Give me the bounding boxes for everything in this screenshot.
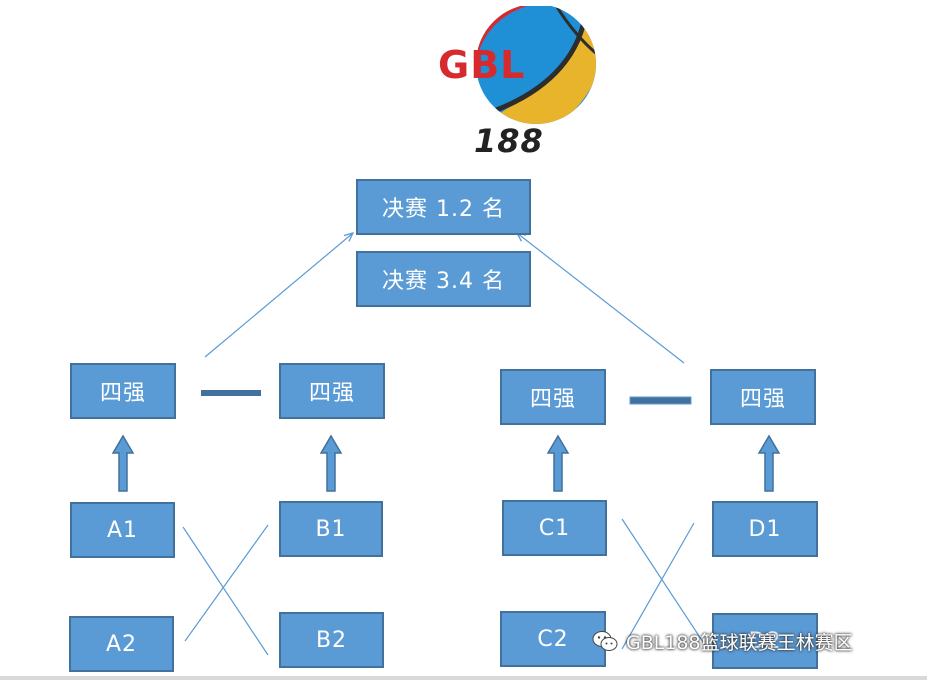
final-1-2-box: 决赛 1.2 名 <box>356 179 531 235</box>
up-arrow-c <box>546 434 570 492</box>
semifinal-label: 四强 <box>739 387 786 412</box>
group-label-a2: A2 <box>105 631 138 657</box>
up-arrow-a <box>111 434 135 492</box>
cross-a1-b2 <box>182 526 269 656</box>
group-box-a1: A1 <box>70 502 175 558</box>
group-box-c1: C1 <box>502 500 607 556</box>
wechat-icon <box>592 631 618 651</box>
semifinal-label: 四强 <box>529 387 576 412</box>
left-semi-connector <box>201 390 261 396</box>
semifinal-label: 四强 <box>308 381 355 406</box>
logo-letters: GBL <box>438 43 525 87</box>
semifinal-box-right-c: 四强 <box>500 369 606 425</box>
up-arrow-b <box>319 434 343 492</box>
group-box-b1: B1 <box>279 501 383 557</box>
bottom-divider <box>0 676 927 680</box>
final-3-4-label: 决赛 3.4 名 <box>382 269 505 294</box>
right-to-final-line <box>517 233 685 364</box>
wechat-watermark: GBL188篮球联赛王林赛区 <box>592 624 853 658</box>
group-label-a1: A1 <box>106 517 139 543</box>
group-label-b2: B2 <box>315 627 348 653</box>
watermark-text: GBL188篮球联赛王林赛区 <box>626 631 853 654</box>
group-label-c1: C1 <box>538 515 571 541</box>
group-box-b2: B2 <box>279 612 384 668</box>
semifinal-box-right-d: 四强 <box>710 369 816 425</box>
cross-a2-b1 <box>184 524 269 642</box>
gbl-188-logo: GBL 188 <box>436 6 604 158</box>
group-label-d1: D1 <box>748 516 782 542</box>
semifinal-box-left-b: 四强 <box>279 363 385 419</box>
group-box-d1: D1 <box>712 501 818 557</box>
group-box-a2: A2 <box>69 616 174 672</box>
semifinal-box-left-a: 四强 <box>70 363 176 419</box>
logo-number: 188 <box>474 122 544 158</box>
final-3-4-box: 决赛 3.4 名 <box>356 251 531 307</box>
group-label-c2: C2 <box>537 626 569 652</box>
up-arrow-d <box>757 434 781 492</box>
left-to-final-line <box>204 233 353 358</box>
final-1-2-label: 决赛 1.2 名 <box>382 197 505 222</box>
group-box-c2: C2 <box>500 611 606 667</box>
group-label-b1: B1 <box>315 516 347 542</box>
semifinal-label: 四强 <box>99 381 146 406</box>
cross-c2-d1 <box>621 522 695 650</box>
right-semi-connector <box>629 396 692 405</box>
cross-c1-d2 <box>621 518 706 646</box>
